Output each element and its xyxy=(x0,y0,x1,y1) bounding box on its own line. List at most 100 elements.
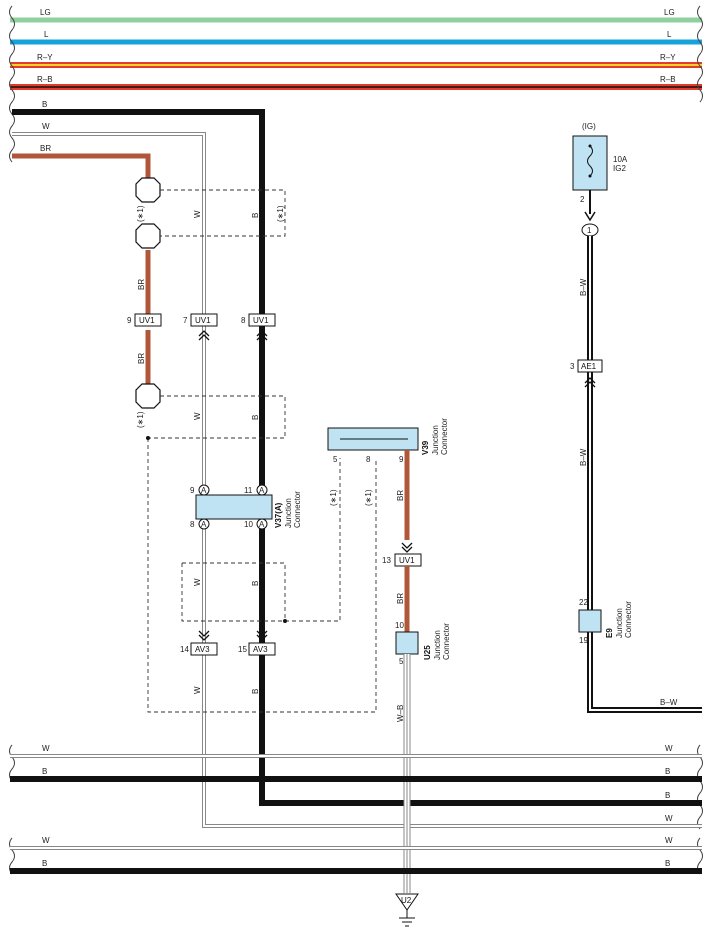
break-marks xyxy=(9,5,703,875)
uv1-connector-8: UV1 8 xyxy=(241,313,276,327)
octagon-marks xyxy=(135,177,161,409)
wire-br-label-3: BR xyxy=(396,490,405,501)
bus-ry-label-right: R–Y xyxy=(660,53,676,62)
svg-text:E9: E9 xyxy=(605,628,614,638)
svg-text:Connector: Connector xyxy=(442,623,451,660)
top-bus-rb: R–B R–B xyxy=(10,75,702,90)
uv1-connector-9: UV1 9 xyxy=(127,313,162,327)
bus-l-label-left: L xyxy=(44,30,49,39)
svg-text:14: 14 xyxy=(180,645,189,654)
wire-b-main xyxy=(12,109,702,806)
note-1a: (∗1) xyxy=(136,205,145,222)
svg-text:B: B xyxy=(665,767,670,776)
svg-text:9: 9 xyxy=(399,455,404,464)
e9-junction-connector: 22 19 E9 Junction Connector xyxy=(578,598,633,645)
v39-junction-connector: 5 8 9 V39 Junction Connector xyxy=(327,418,449,464)
svg-text:11: 11 xyxy=(244,486,253,495)
uv1-connector-7: UV1 7 xyxy=(183,313,218,327)
svg-text:2: 2 xyxy=(580,195,585,204)
ae1-chevrons xyxy=(584,377,596,388)
svg-text:V39: V39 xyxy=(421,440,430,455)
svg-text:B: B xyxy=(42,859,47,868)
top-bus-l: L L xyxy=(10,30,702,45)
svg-text:9: 9 xyxy=(127,316,132,325)
bus-lg-label-left: LG xyxy=(40,8,51,17)
svg-text:V37(A): V37(A) xyxy=(274,502,283,528)
svg-text:AV3: AV3 xyxy=(195,645,210,654)
v37-junction-connector: A A A A 9 11 8 10 V37(A) Junction Connec… xyxy=(190,484,302,530)
ground-u2-icon: U2 xyxy=(395,893,419,927)
ae1-connector-3: AE1 3 xyxy=(570,359,603,373)
wire-br-label-1: BR xyxy=(137,279,146,290)
wire-b-label-3: B xyxy=(251,581,260,586)
svg-text:13: 13 xyxy=(382,556,391,565)
svg-text:10A: 10A xyxy=(613,155,628,164)
svg-text:8: 8 xyxy=(366,455,371,464)
svg-text:UV1: UV1 xyxy=(195,316,211,325)
bottom-bus-b2-label: B xyxy=(665,791,670,800)
wire-br-main xyxy=(12,153,151,178)
wire-b-label-2: B xyxy=(251,415,260,420)
svg-text:U2: U2 xyxy=(401,896,412,905)
bottom-bus-w2-label: W xyxy=(665,814,673,823)
wire-w-main xyxy=(12,132,702,828)
svg-text:AE1: AE1 xyxy=(581,362,597,371)
note-1e: (∗1) xyxy=(364,489,373,506)
bus-ry-label-left: R–Y xyxy=(37,53,53,62)
svg-text:5: 5 xyxy=(333,455,338,464)
wire-bw-label-3: B–W xyxy=(660,698,678,707)
wire-w-label-1: W xyxy=(193,210,202,218)
dashed-boxes xyxy=(147,189,377,713)
fuse-ig2: (IG) 10A IG2 2 xyxy=(572,122,628,204)
top-bus-ry: R–Y R–Y xyxy=(10,53,702,68)
svg-text:A: A xyxy=(259,486,265,495)
wire-w-label-3: W xyxy=(193,578,202,586)
svg-text:W: W xyxy=(42,744,50,753)
svg-text:UV1: UV1 xyxy=(139,316,155,325)
svg-text:UV1: UV1 xyxy=(399,556,415,565)
wire-bw-label-2: B–W xyxy=(579,448,588,466)
av3-chevrons xyxy=(198,630,268,641)
svg-text:Junction: Junction xyxy=(433,630,442,660)
note-1d: (∗1) xyxy=(329,489,338,506)
svg-text:22: 22 xyxy=(579,598,588,607)
svg-text:1: 1 xyxy=(587,226,592,235)
bus-l-label-right: L xyxy=(667,30,672,39)
top-bus-lg: LG LG xyxy=(10,8,702,23)
note-1b: (∗1) xyxy=(276,205,285,222)
wire-w-top-label: W xyxy=(42,122,50,131)
bus-rb-label-right: R–B xyxy=(660,75,676,84)
wire-br-top-label: BR xyxy=(40,144,51,153)
svg-text:Connector: Connector xyxy=(293,491,302,528)
wire-b-label-1: B xyxy=(251,213,260,218)
svg-text:Junction: Junction xyxy=(615,608,624,638)
svg-text:Connector: Connector xyxy=(440,418,449,455)
fuse-arrow-icon xyxy=(584,211,596,222)
svg-text:8: 8 xyxy=(190,520,195,529)
svg-text:Connector: Connector xyxy=(624,601,633,638)
wire-b-top-label: B xyxy=(42,100,47,109)
wire-wb-label: W–B xyxy=(396,705,405,722)
note-1c: (∗1) xyxy=(136,411,145,428)
svg-text:B: B xyxy=(665,859,670,868)
wire-w-label-4: W xyxy=(193,686,202,694)
wire-w-label-2: W xyxy=(193,412,202,420)
bus-rb-label-left: R–B xyxy=(37,75,53,84)
svg-text:3: 3 xyxy=(570,362,575,371)
svg-text:A: A xyxy=(201,486,207,495)
svg-text:UV1: UV1 xyxy=(253,316,269,325)
svg-text:W: W xyxy=(665,836,673,845)
svg-text:W: W xyxy=(665,744,673,753)
svg-text:B: B xyxy=(42,767,47,776)
av3-connector-14: AV3 14 xyxy=(180,642,218,656)
svg-text:Junction: Junction xyxy=(284,498,293,528)
u25-junction-connector: 10 5 U25 Junction Connector xyxy=(395,621,451,666)
svg-text:10: 10 xyxy=(395,621,404,630)
bus-lg-label-right: LG xyxy=(664,8,675,17)
svg-text:Junction: Junction xyxy=(431,425,440,455)
svg-text:(IG): (IG) xyxy=(582,122,596,131)
ring-connector-1: 1 xyxy=(581,223,599,237)
svg-text:A: A xyxy=(201,520,207,529)
wire-bw-label-1: B–W xyxy=(579,278,588,296)
